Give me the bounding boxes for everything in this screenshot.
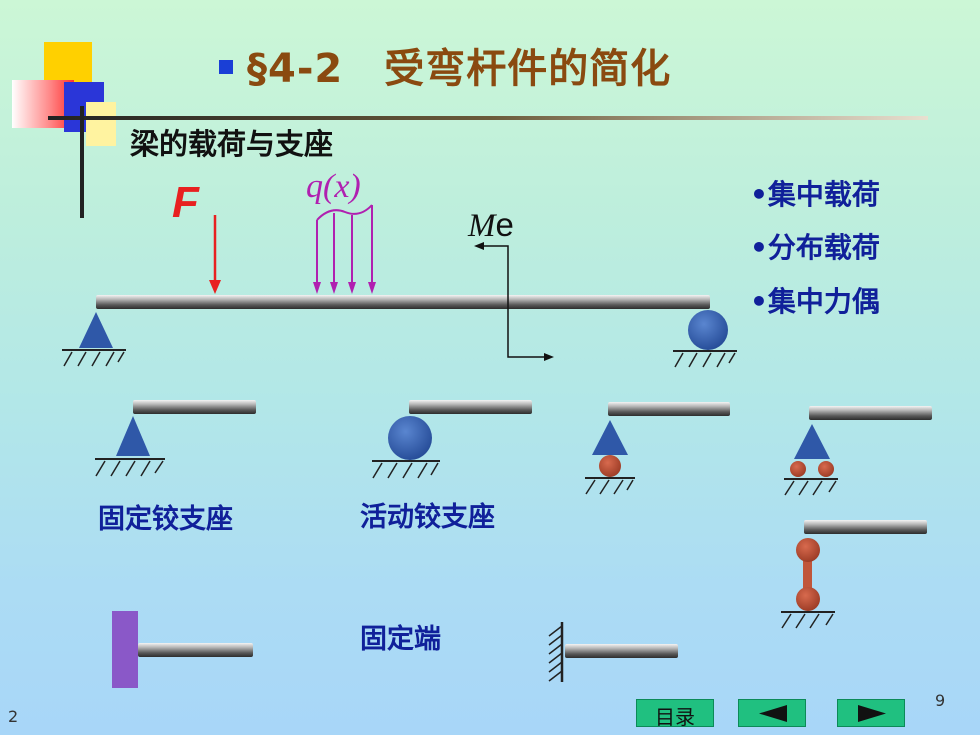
deco-square-pink: [12, 80, 74, 128]
distributed-load-q: q: [306, 168, 323, 205]
moment-label-e: e: [495, 206, 514, 243]
subtitle: 梁的载荷与支座: [130, 127, 334, 161]
main-roller-support: [673, 310, 737, 368]
beam-fixed-hinge: [133, 400, 256, 414]
next-triangle-icon: [858, 705, 886, 722]
load-type-concentrated: •集中载荷: [750, 178, 880, 211]
beam-fixed-end-hatch: [565, 644, 678, 658]
pin-roller-support: [585, 420, 635, 495]
fixed-hinge-support: [95, 416, 165, 477]
footer-left-number: 2: [8, 707, 19, 726]
beam-fixed-end-wall: [138, 643, 253, 657]
movable-hinge-support: [372, 416, 440, 479]
fixed-end-wall: [112, 611, 138, 688]
load-type-couple: •集中力偶: [750, 285, 880, 318]
toc-button-label: 目录: [655, 705, 695, 729]
deco-square-lightyellow: [86, 102, 116, 146]
force-label: F: [172, 178, 199, 227]
fixed-end-label: 固定端: [360, 624, 441, 655]
title-underline: [48, 116, 928, 120]
page-title: §4-2 受弯杆件的简化: [247, 46, 672, 92]
toc-button[interactable]: 目录: [636, 699, 714, 729]
distributed-load-x: (x): [323, 168, 361, 205]
distributed-load: [313, 204, 376, 294]
beam-link-support-2: [809, 406, 932, 420]
force-arrow: [209, 215, 221, 294]
movable-hinge-label: 活动铰支座: [360, 502, 495, 533]
pin-double-roller-support: [784, 424, 838, 496]
title-vertical-line: [80, 106, 84, 218]
main-beam: [96, 295, 710, 309]
moment-label: Me: [468, 205, 514, 245]
distributed-load-label: q(x): [306, 168, 361, 206]
fixed-hinge-label: 固定铰支座: [98, 504, 233, 535]
couple-moment: [474, 242, 554, 361]
prev-button[interactable]: [738, 699, 806, 727]
link-rod-support: [781, 538, 835, 629]
slide-number: 9: [935, 691, 946, 710]
fixed-end-hatched-wall: [548, 622, 564, 682]
title-bullet: [219, 60, 233, 74]
beam-movable-hinge: [409, 400, 532, 414]
moment-label-M: M: [468, 208, 496, 244]
prev-triangle-icon: [759, 705, 787, 722]
beam-link-support-1: [608, 402, 730, 416]
main-pin-support: [62, 312, 126, 367]
next-button[interactable]: [837, 699, 905, 727]
load-type-distributed: •分布载荷: [750, 231, 880, 264]
beam-link-rod: [804, 520, 927, 534]
